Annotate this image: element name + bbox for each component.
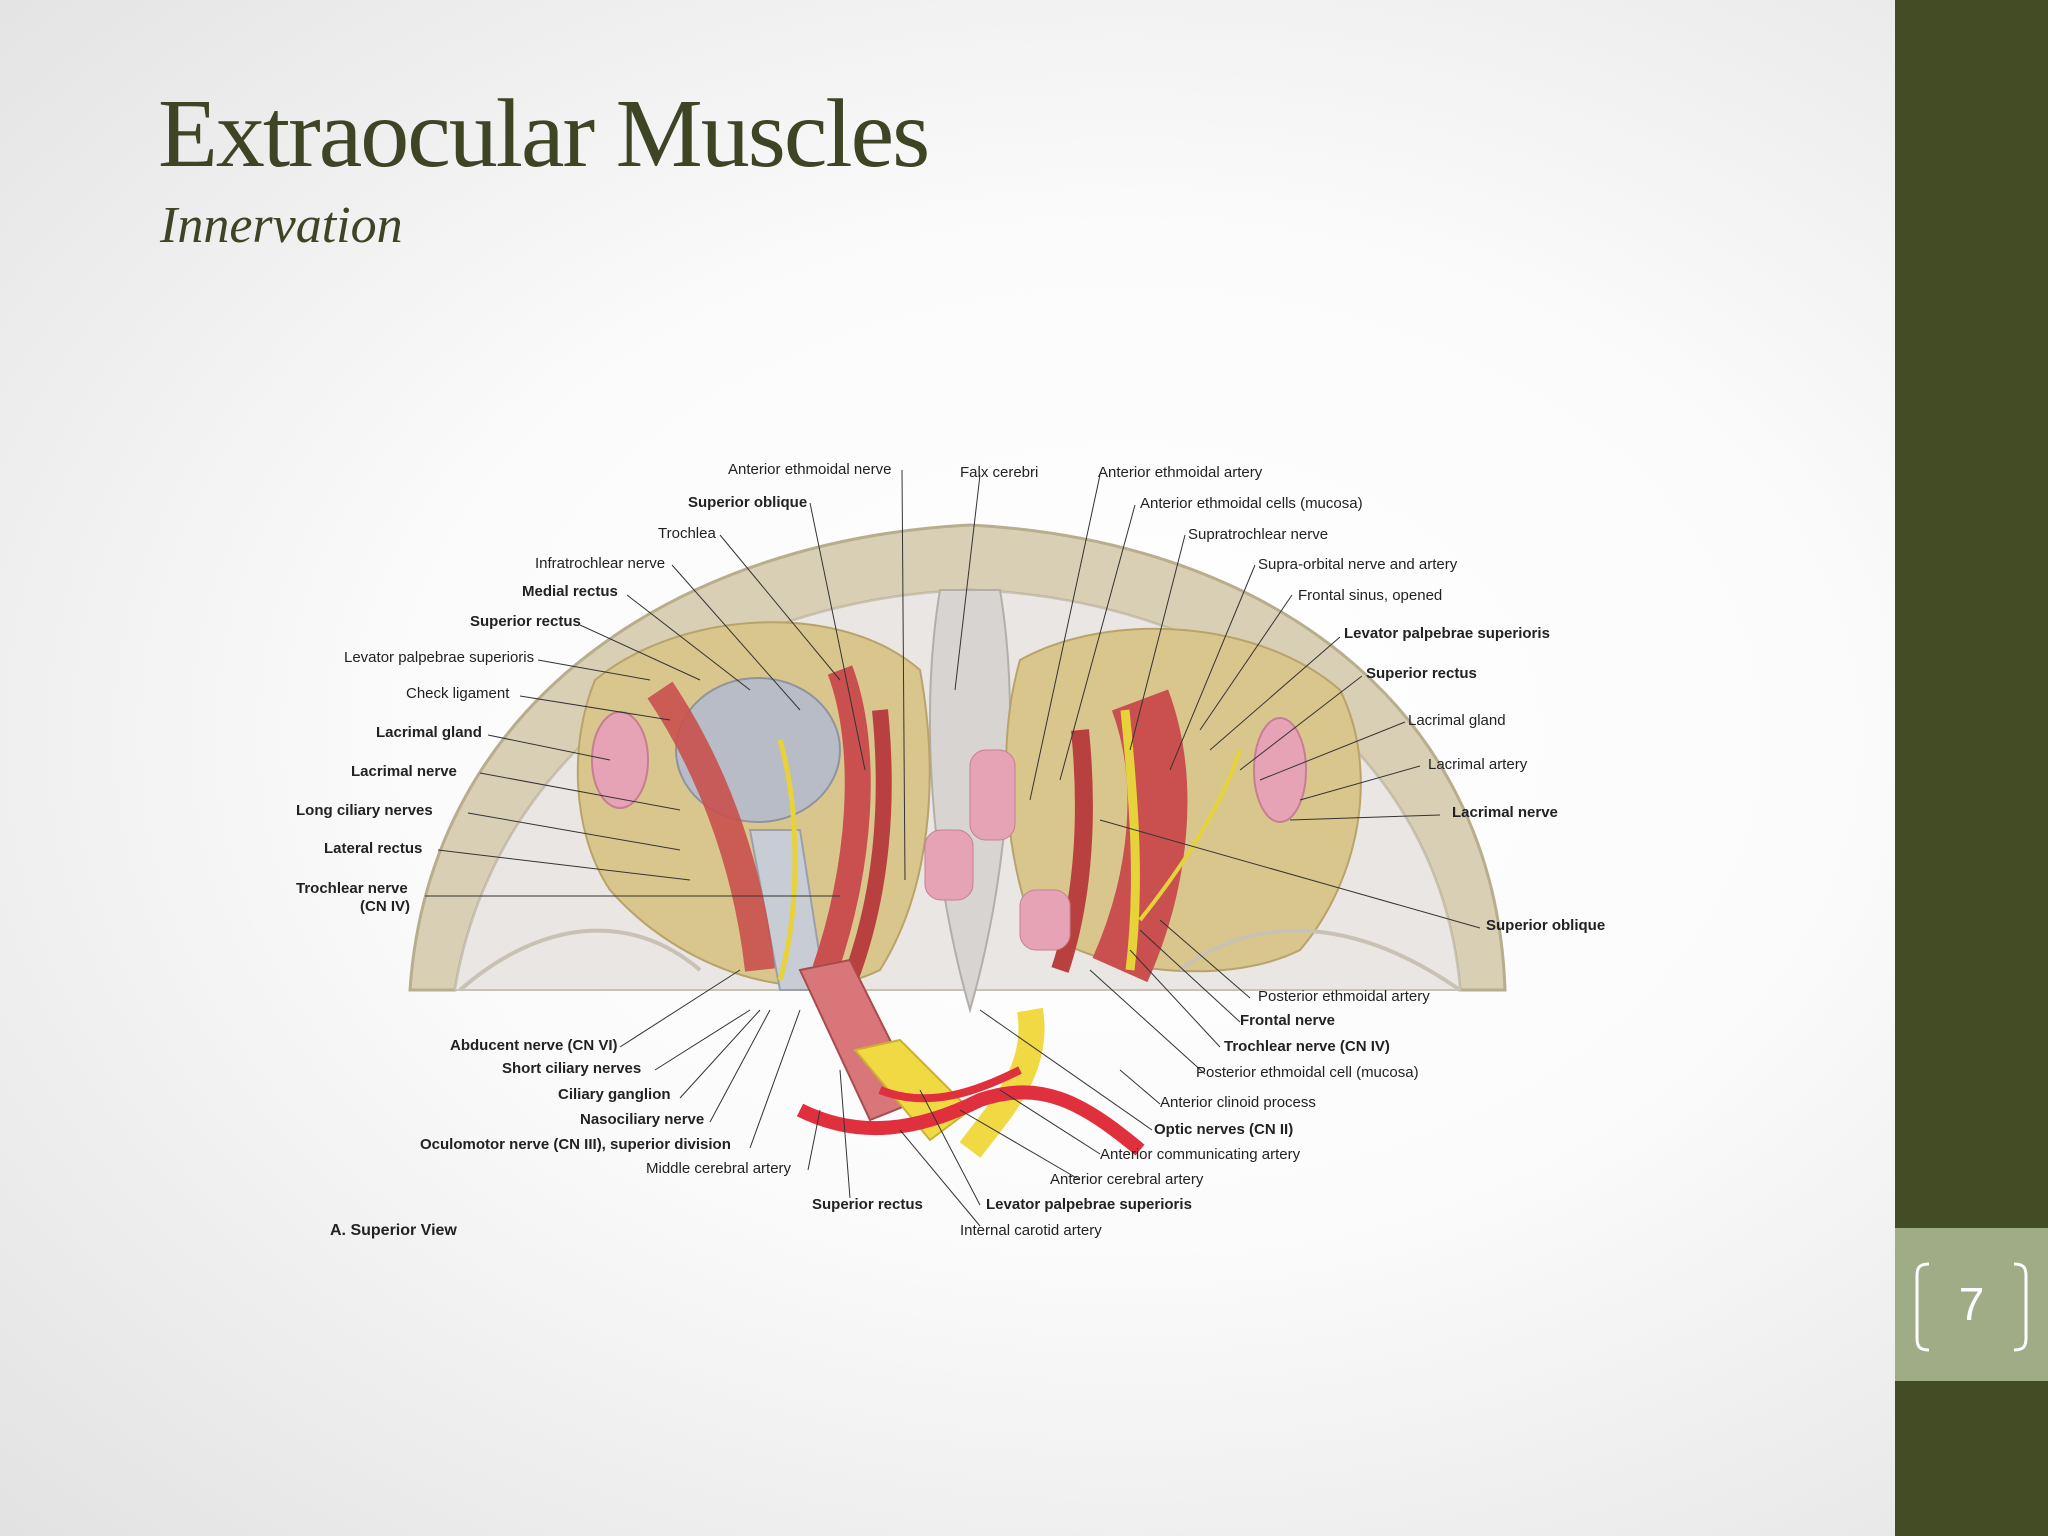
label-lateral-rectus: Lateral rectus bbox=[324, 840, 423, 857]
label-superior-oblique-right: Superior oblique bbox=[1486, 917, 1606, 934]
label-medial-rectus: Medial rectus bbox=[522, 583, 618, 600]
label-posterior-ethmoidal-cell: Posterior ethmoidal cell (mucosa) bbox=[1196, 1064, 1419, 1081]
label-infratrochlear-nerve: Infratrochlear nerve bbox=[535, 555, 666, 572]
label-check-ligament: Check ligament bbox=[406, 685, 510, 702]
label-internal-carotid-artery: Internal carotid artery bbox=[960, 1222, 1102, 1239]
label-lacrimal-nerve-right: Lacrimal nerve bbox=[1452, 804, 1558, 821]
label-middle-cerebral-artery: Middle cerebral artery bbox=[646, 1160, 792, 1177]
slide-subtitle: Innervation bbox=[160, 197, 403, 254]
label-anterior-cerebral-artery: Anterior cerebral artery bbox=[1050, 1171, 1204, 1188]
slide-title: Extraocular Muscles bbox=[158, 80, 930, 188]
right-lacrimal-gland bbox=[1253, 717, 1307, 823]
label-trochlear-nerve-left: Trochlear nerve bbox=[296, 880, 408, 897]
bracket-icon bbox=[1915, 1262, 2028, 1352]
leader-lines bbox=[425, 469, 1481, 1227]
label-levator-bottom: Levator palpebrae superioris bbox=[986, 1196, 1192, 1213]
label-falx-cerebri: Falx cerebri bbox=[960, 464, 1039, 481]
label-superior-rectus-left: Superior rectus bbox=[470, 613, 581, 630]
label-ciliary-ganglion: Ciliary ganglion bbox=[558, 1086, 671, 1103]
label-superior-oblique-left: Superior oblique bbox=[688, 494, 808, 511]
label-anterior-ethmoidal-artery: Anterior ethmoidal artery bbox=[1098, 464, 1263, 481]
label-trochlear-nerve-left-cn: (CN IV) bbox=[360, 898, 410, 915]
label-posterior-ethmoidal-artery: Posterior ethmoidal artery bbox=[1258, 988, 1430, 1005]
label-trochlea: Trochlea bbox=[658, 525, 716, 542]
label-levator-right: Levator palpebrae superioris bbox=[1344, 625, 1550, 642]
label-abducent-nerve: Abducent nerve (CN VI) bbox=[450, 1037, 618, 1054]
page-number-box: 7 bbox=[1895, 1228, 2048, 1381]
label-optic-nerves: Optic nerves (CN II) bbox=[1154, 1121, 1294, 1138]
label-long-ciliary-nerves: Long ciliary nerves bbox=[296, 802, 433, 819]
label-trochlear-nerve-right: Trochlear nerve (CN IV) bbox=[1224, 1038, 1390, 1055]
label-short-ciliary-nerves: Short ciliary nerves bbox=[502, 1060, 642, 1077]
label-lacrimal-gland-right: Lacrimal gland bbox=[1408, 712, 1506, 729]
label-frontal-sinus: Frontal sinus, opened bbox=[1298, 587, 1443, 604]
label-anterior-ethmoidal-cells: Anterior ethmoidal cells (mucosa) bbox=[1140, 495, 1363, 512]
label-superior-rectus-right: Superior rectus bbox=[1366, 665, 1477, 682]
label-nasociliary-nerve: Nasociliary nerve bbox=[580, 1111, 705, 1128]
figure-view-label: A. Superior View bbox=[330, 1222, 457, 1239]
label-frontal-nerve: Frontal nerve bbox=[1240, 1012, 1336, 1029]
label-anterior-communicating-artery: Anterior communicating artery bbox=[1100, 1146, 1301, 1163]
label-anterior-ethmoidal-nerve: Anterior ethmoidal nerve bbox=[728, 461, 892, 478]
label-lacrimal-gland-left: Lacrimal gland bbox=[376, 724, 482, 741]
anatomy-figure: Anterior ethmoidal nerve Superior obliqu… bbox=[280, 450, 1640, 1260]
page-number: 7 bbox=[1958, 1278, 1985, 1330]
label-lacrimal-nerve-left: Lacrimal nerve bbox=[351, 763, 457, 780]
label-supraorbital-nerve-artery: Supra-orbital nerve and artery bbox=[1258, 556, 1458, 573]
label-oculomotor-nerve: Oculomotor nerve (CN III), superior divi… bbox=[420, 1136, 731, 1153]
label-levator-left: Levator palpebrae superioris bbox=[344, 649, 535, 666]
label-superior-rectus-bottom: Superior rectus bbox=[812, 1196, 923, 1213]
left-lacrimal-gland bbox=[591, 711, 649, 809]
label-supratrochlear-nerve: Supratrochlear nerve bbox=[1188, 526, 1329, 543]
label-lacrimal-artery: Lacrimal artery bbox=[1428, 756, 1528, 773]
label-anterior-clinoid-process: Anterior clinoid process bbox=[1160, 1094, 1316, 1111]
orbit-illustration bbox=[408, 469, 1507, 1227]
